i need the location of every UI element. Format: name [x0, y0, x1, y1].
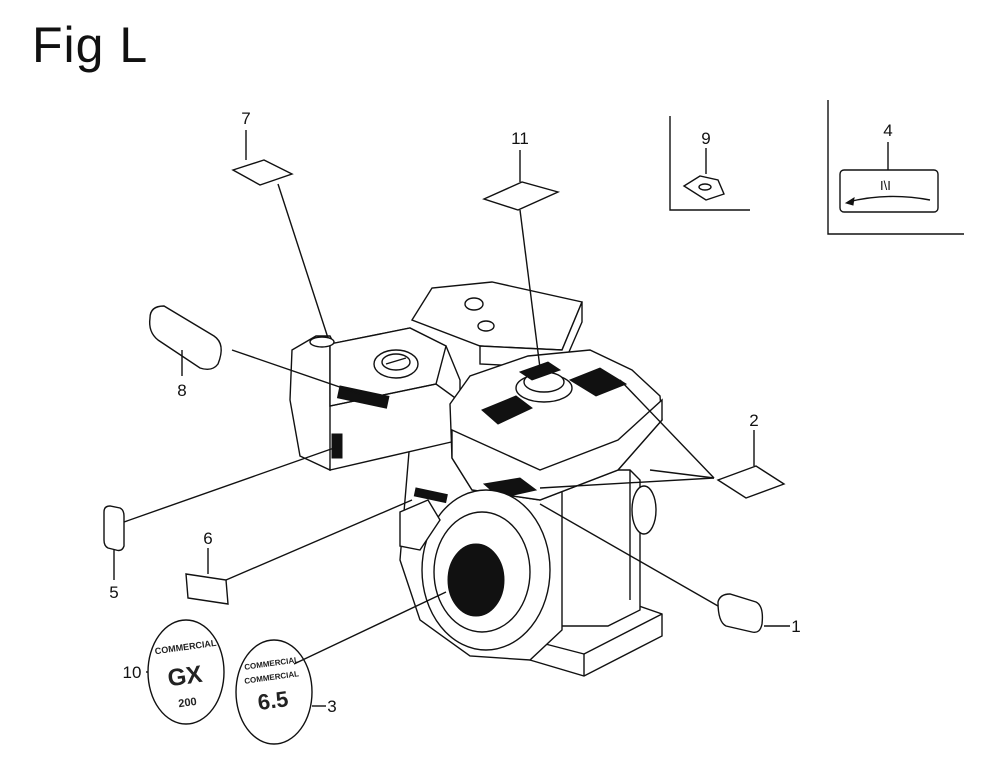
part-6-decal[interactable] [185, 573, 229, 605]
part-10-emblem[interactable]: COMMERCIAL GX 200 [147, 619, 225, 725]
callout-11: 11 [511, 129, 529, 148]
part-9-throttle-decal[interactable] [682, 175, 725, 201]
callout-9: 9 [701, 129, 710, 148]
part-5-decal[interactable] [103, 505, 125, 552]
part-3-emblem[interactable]: COMMERCIAL COMMERCIAL 6.5 [235, 639, 313, 745]
part-4-choke-decal[interactable] [839, 169, 939, 213]
callout-1: 1 [791, 617, 800, 636]
part-1-decal[interactable] [717, 593, 764, 634]
inset-box-9 [669, 116, 750, 211]
inset-box-4: I\I [827, 100, 964, 235]
callout-10: 10 [123, 663, 142, 682]
callout-5: 5 [109, 583, 118, 602]
figure-title: Fig L [32, 17, 149, 73]
callout-6: 6 [203, 529, 212, 548]
emblem-hp-model: 6.5 [256, 686, 290, 715]
part-7-decal[interactable] [231, 159, 294, 186]
part-8-decal[interactable] [148, 305, 222, 371]
callout-labels: 7 11 9 4 8 2 6 5 1 10 3 [109, 109, 892, 716]
leader-lines [113, 130, 790, 707]
callout-8: 8 [177, 381, 186, 400]
part-2-decal[interactable] [716, 465, 786, 499]
emblem-gx-model: GX [166, 661, 204, 693]
part-11-decal[interactable] [482, 181, 561, 211]
callout-2: 2 [749, 411, 758, 430]
callout-3: 3 [327, 697, 336, 716]
callout-4: 4 [883, 121, 892, 140]
callout-7: 7 [241, 109, 250, 128]
emblem-gx-line3: 200 [178, 696, 198, 710]
svg-text:I\I: I\I [880, 178, 891, 193]
engine-illustration [289, 281, 663, 677]
